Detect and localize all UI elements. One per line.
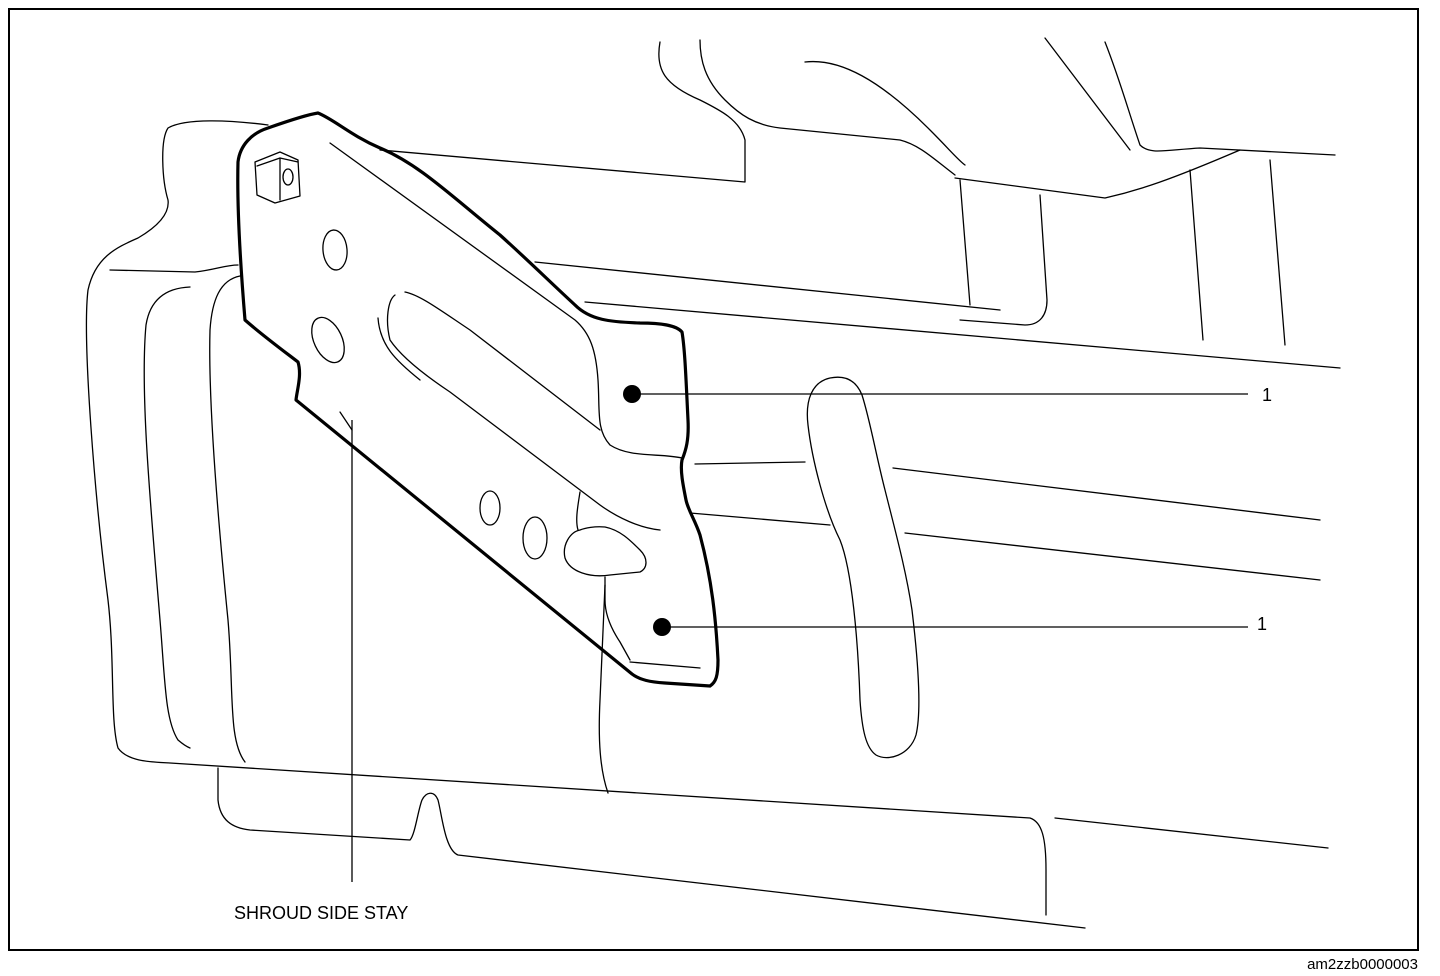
callout-bolt-upper: 1 bbox=[1262, 385, 1273, 405]
shroud-side-stay-bracket bbox=[236, 111, 720, 688]
part-label-shroud-side-stay: SHROUD SIDE STAY bbox=[234, 903, 409, 923]
callout-bolt-lower: 1 bbox=[1257, 614, 1268, 634]
diagram-frame bbox=[8, 8, 1419, 951]
figure-id: am2zzb0000003 bbox=[1307, 956, 1418, 973]
background-structure bbox=[85, 37, 1341, 929]
